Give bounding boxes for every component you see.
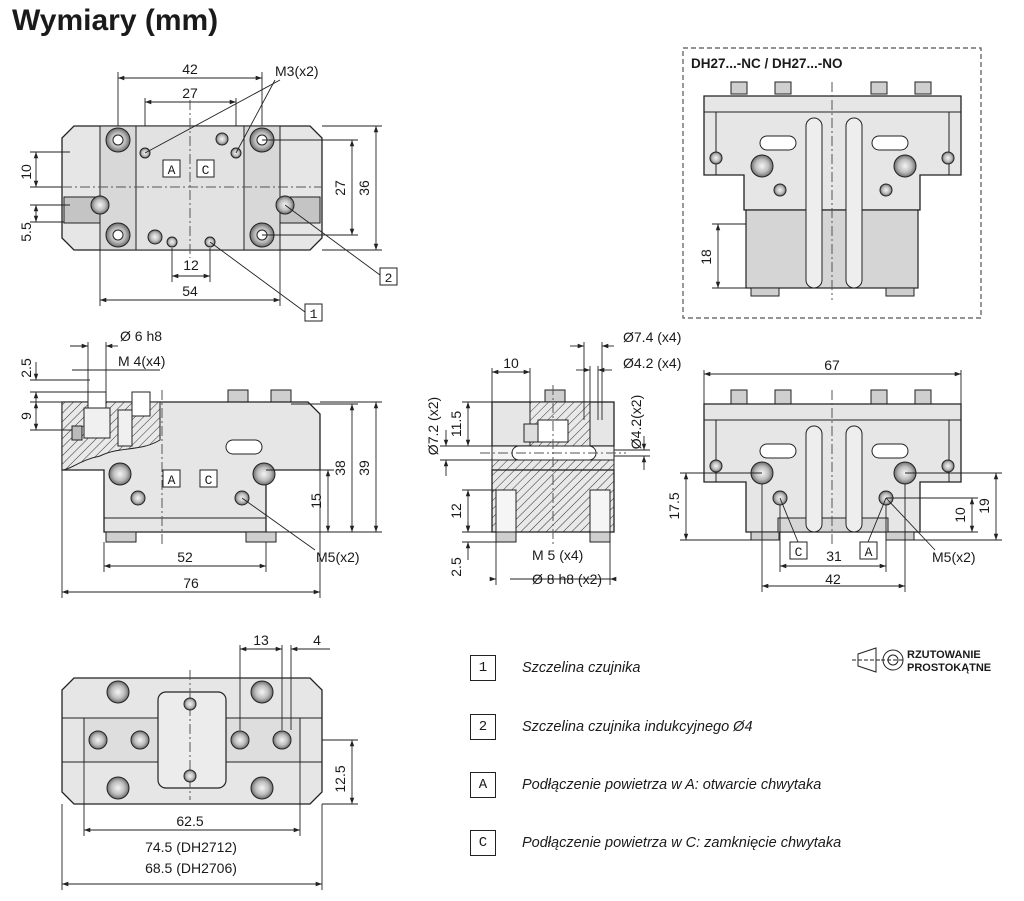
dim-2-5-front: 2.5 [18, 358, 34, 378]
dim-19: 19 [976, 498, 992, 514]
top-view: A C 42 27 M3(x2) 10 5.5 27 [18, 61, 398, 322]
m5-section-label: M 5 (x4) [532, 547, 583, 563]
front-port-c: C [205, 473, 213, 488]
legend-code: 2 [470, 714, 496, 740]
dim-10-section: 10 [503, 355, 519, 371]
dim-52: 52 [177, 549, 193, 565]
dim-2-5-section: 2.5 [448, 557, 464, 577]
dim-54: 54 [182, 283, 198, 299]
legend-text: Szczelina czujnika indukcyjnego Ø4 [522, 719, 753, 735]
m4-label: M 4(x4) [118, 353, 165, 369]
section-view: 10 Ø7.4 (x4) Ø4.2 (x4) Ø7.2 (x2) 11.5 Ø4… [425, 329, 681, 587]
page-title: Wymiary (mm) [12, 4, 219, 37]
phi6-label: Ø 6 h8 [120, 328, 162, 344]
dim-9: 9 [18, 412, 34, 420]
legend-text: Podłączenie powietrza w A: otwarcie chwy… [522, 777, 822, 793]
projection-symbol-icon [852, 647, 905, 673]
legend-code: A [470, 772, 496, 798]
dim-74-5: 74.5 (DH2712) [145, 839, 237, 855]
phi4-2-vertical: Ø4.2(x2) [628, 395, 644, 449]
legend-item-c: C Podłączenie powietrza w C: zamknięcie … [470, 829, 841, 857]
dim-62-5: 62.5 [176, 813, 203, 829]
side-port-c: C [795, 545, 803, 560]
dim-12-5: 12.5 [332, 765, 348, 792]
legend-item-a: A Podłączenie powietrza w A: otwarcie ch… [470, 771, 821, 799]
legend-code: C [470, 830, 496, 856]
projection-label: RZUTOWANIE PROSTOKĄTNE [907, 649, 991, 675]
side-view: C A 67 17.5 19 10 31 42 M5(x2) [666, 357, 1002, 592]
m5-side-label: M5(x2) [932, 549, 976, 565]
dim-38: 38 [332, 460, 348, 476]
dim-39: 39 [356, 460, 372, 476]
dim-42-side: 42 [825, 571, 841, 587]
top-port-a: A [168, 163, 176, 178]
top-port-c: C [202, 163, 210, 178]
front-view: A C Ø 6 h8 M 4(x4) 2.5 9 38 39 [18, 328, 382, 598]
legend-text: Szczelina czujnika [522, 660, 641, 676]
dim-68-5: 68.5 (DH2706) [145, 860, 237, 876]
phi8-label: Ø 8 h8 (x2) [532, 571, 602, 587]
variant-label: DH27...-NC / DH27...-NO [691, 56, 843, 71]
phi4-2-label: Ø4.2 (x4) [623, 355, 681, 371]
bottom-view: 13 4 12.5 62.5 74.5 (DH2712) 68.5 (DH270… [61, 632, 358, 890]
top-view-dimensions [30, 72, 382, 313]
projection-label-line2: PROSTOKĄTNE [907, 662, 992, 674]
phi7-4-label: Ø7.4 (x4) [623, 329, 681, 345]
dim-42-top: 42 [182, 61, 198, 77]
dim-17-5: 17.5 [666, 492, 682, 519]
projection-label-line1: RZUTOWANIE [907, 649, 981, 661]
legend-item-1: 1 Szczelina czujnika [470, 654, 640, 682]
dim-15: 15 [308, 493, 324, 509]
dim-31: 31 [826, 548, 842, 564]
dim-67: 67 [824, 357, 840, 373]
dim-4: 4 [313, 632, 321, 648]
dim-13: 13 [253, 632, 269, 648]
dim-12-top: 12 [183, 257, 199, 273]
dim-27-top: 27 [182, 85, 198, 101]
legend-item-2: 2 Szczelina czujnika indukcyjnego Ø4 [470, 713, 753, 741]
phi7-2-vertical: Ø7.2 (x2) [425, 397, 441, 455]
callout-2: 2 [385, 271, 393, 286]
legend-text: Podłączenie powietrza w C: zamknięcie ch… [522, 835, 842, 851]
legend-code: 1 [470, 655, 496, 681]
dim-11-5: 11.5 [448, 411, 464, 437]
dim-5-5-top: 5.5 [18, 222, 34, 242]
dim-12-section: 12 [448, 503, 464, 519]
front-port-a: A [168, 473, 176, 488]
m3-label: M3(x2) [275, 63, 319, 79]
dim-36: 36 [356, 180, 372, 196]
dim-10-top: 10 [18, 164, 34, 180]
dim-10-side: 10 [952, 507, 968, 523]
variant-box: DH27...-NC / DH27...-NO 18 [682, 47, 982, 319]
callout-1: 1 [310, 307, 318, 322]
dim-76: 76 [183, 575, 199, 591]
side-port-a: A [865, 545, 873, 560]
dim-27-vertical: 27 [332, 180, 348, 196]
m5-front-label: M5(x2) [316, 549, 360, 565]
dim-18: 18 [698, 249, 714, 265]
